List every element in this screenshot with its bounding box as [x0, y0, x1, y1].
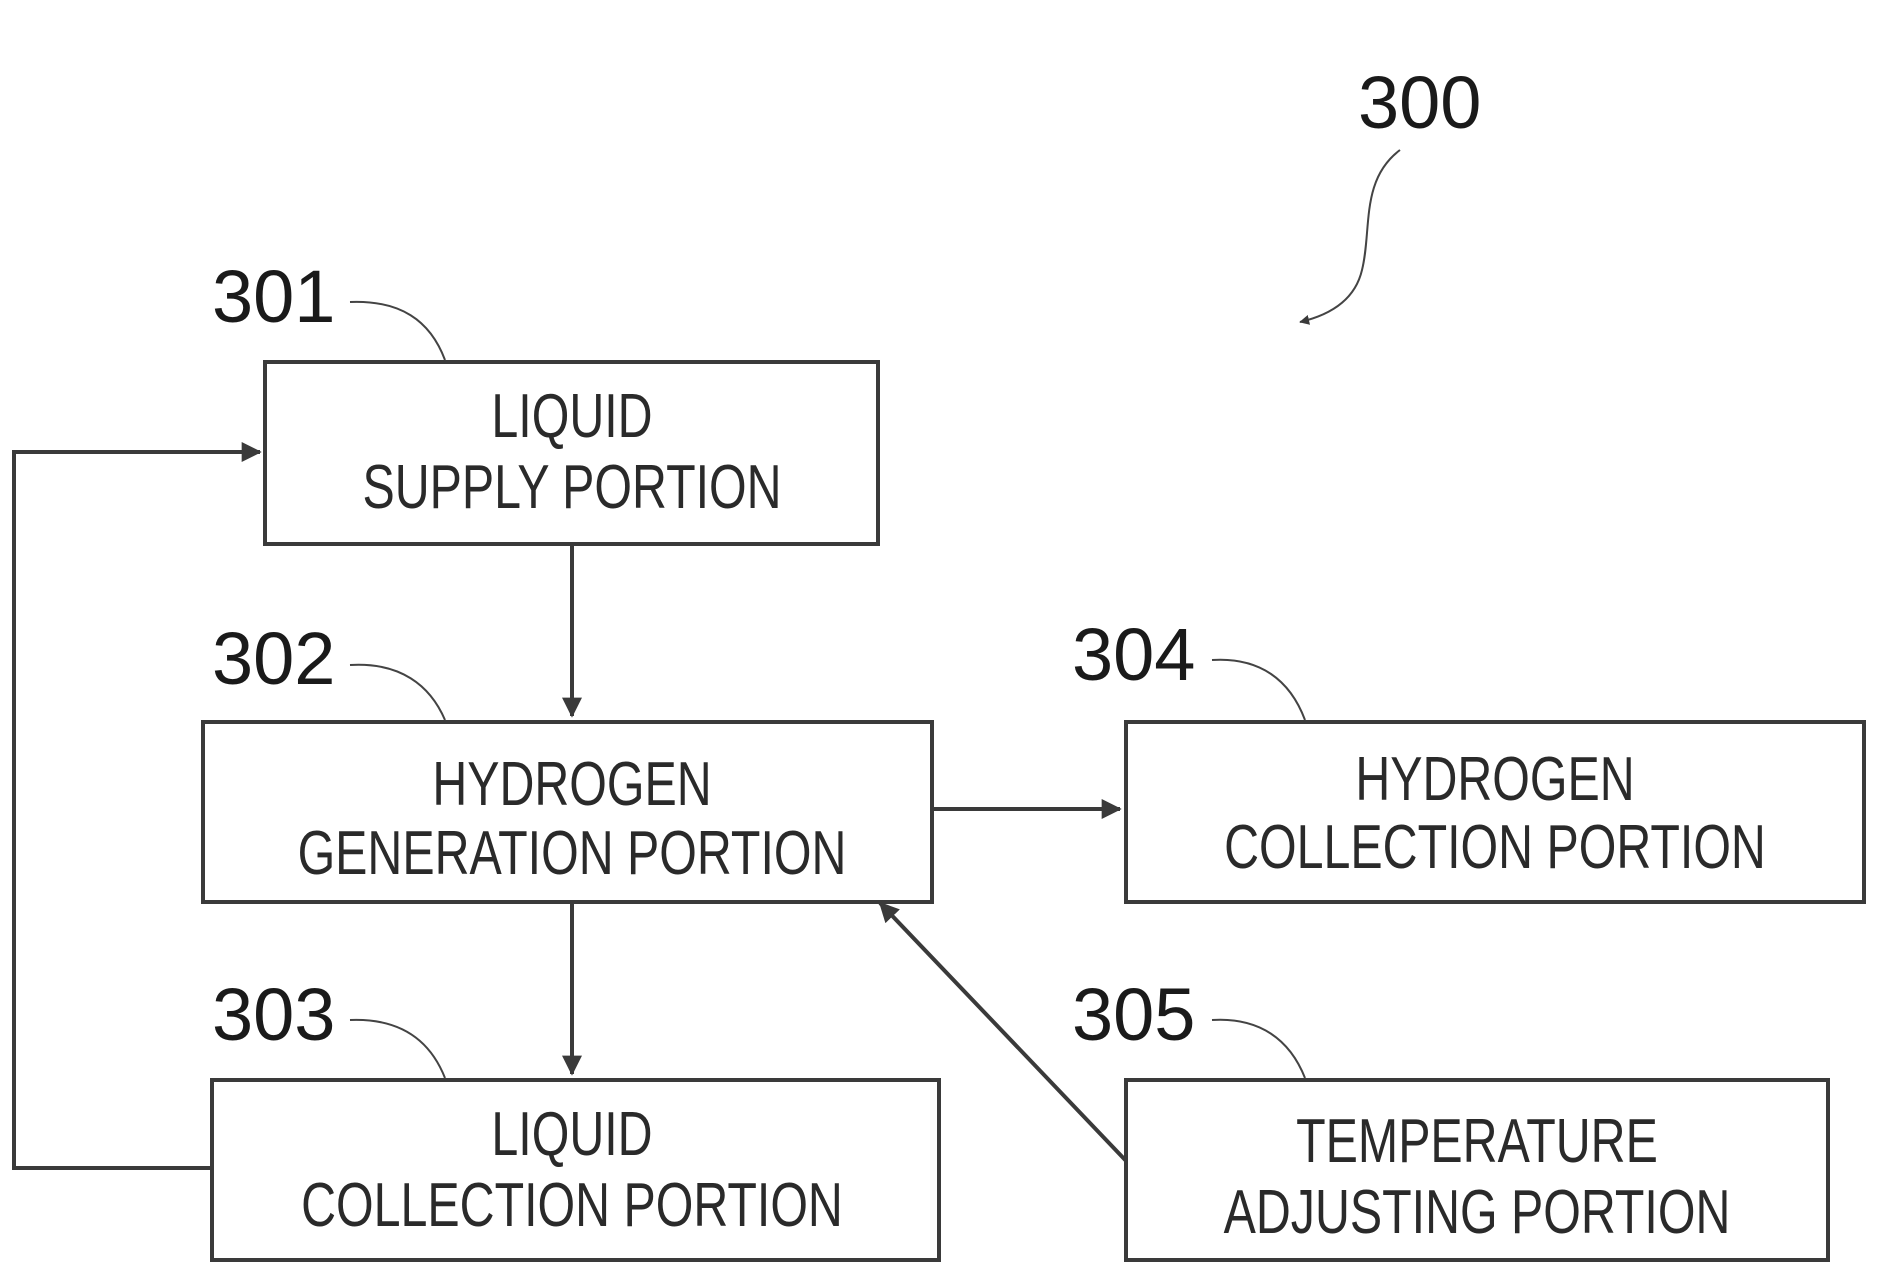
temperature-adjusting-ref: 305 [1072, 973, 1195, 1056]
temperature-adjusting-line2: ADJUSTING PORTION [1224, 1177, 1731, 1246]
figure-ref-leader [1300, 150, 1400, 322]
hydrogen-generation-line1: HYDROGEN [432, 749, 711, 818]
temperature-adjusting-line1: TEMPERATURE [1296, 1106, 1658, 1175]
liquid-collection-leader [350, 1020, 445, 1078]
liquid-supply-line2: SUPPLY PORTION [362, 452, 781, 521]
hydrogen-collection-ref: 304 [1072, 613, 1195, 696]
hydrogen-generation-leader [350, 665, 445, 720]
hydrogen-collection-leader [1212, 660, 1305, 720]
hydrogen-generation-line2: GENERATION PORTION [298, 818, 847, 887]
hydrogen-generation-ref: 302 [212, 617, 335, 700]
liquid-supply-leader [350, 302, 445, 360]
block-liquid-supply: LIQUID SUPPLY PORTION [265, 362, 878, 544]
liquid-collection-ref: 303 [212, 973, 335, 1056]
hydrogen-collection-line2: COLLECTION PORTION [1224, 812, 1766, 881]
liquid-collection-line2: COLLECTION PORTION [301, 1170, 843, 1239]
figure-ref-label: 300 [1358, 61, 1481, 144]
block-temperature-adjusting: TEMPERATURE ADJUSTING PORTION [1126, 1080, 1828, 1260]
block-liquid-collection: LIQUID COLLECTION PORTION [212, 1080, 939, 1260]
liquid-collection-line1: LIQUID [491, 1099, 652, 1168]
liquid-supply-line1: LIQUID [491, 381, 652, 450]
liquid-supply-ref: 301 [212, 255, 335, 338]
block-hydrogen-generation: HYDROGEN GENERATION PORTION [203, 722, 932, 902]
hydrogen-collection-line1: HYDROGEN [1355, 744, 1634, 813]
temperature-adjusting-leader [1212, 1020, 1305, 1078]
block-hydrogen-collection: HYDROGEN COLLECTION PORTION [1126, 722, 1864, 902]
